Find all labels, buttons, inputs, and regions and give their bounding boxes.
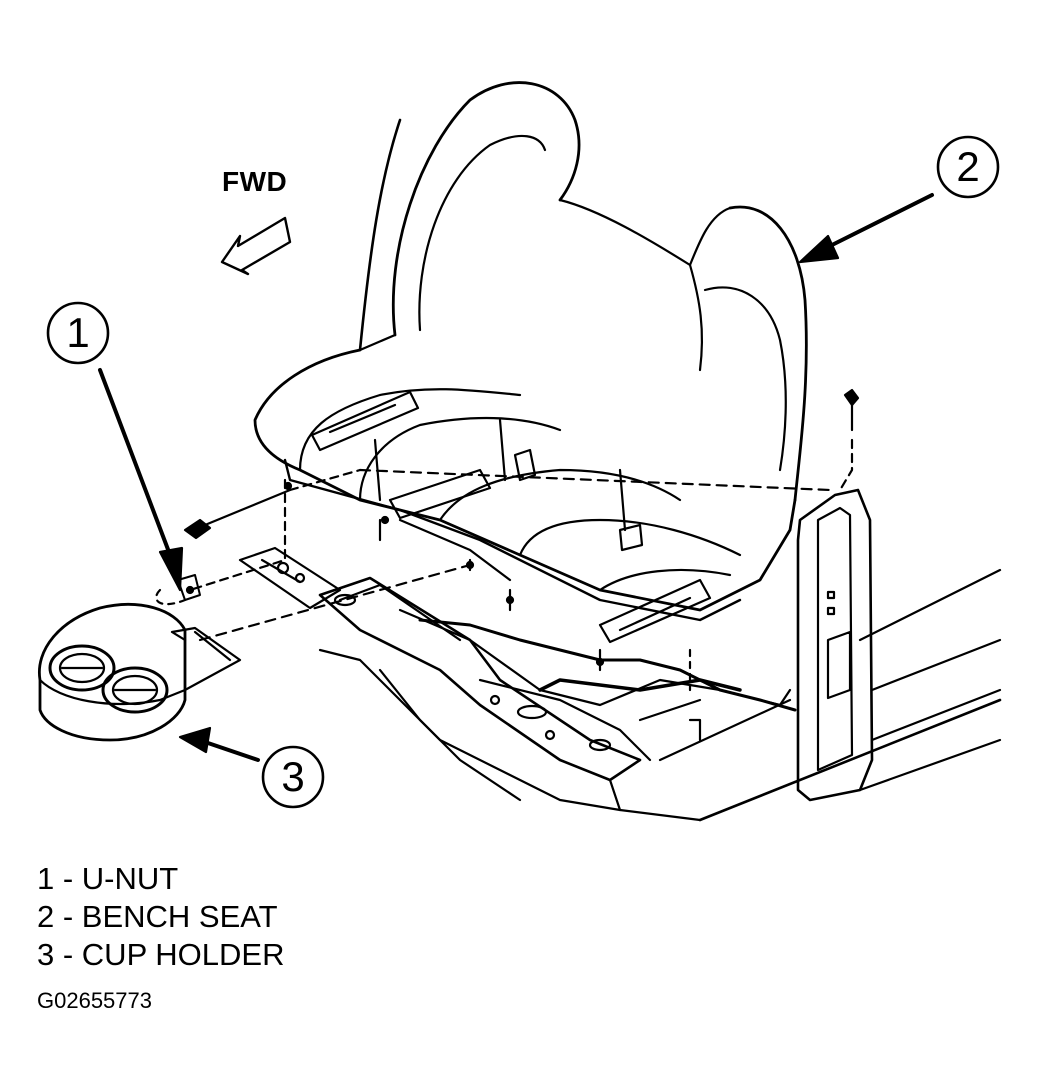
mounting-hardware [155,388,860,692]
door-pillar [698,488,1002,822]
callout-3-number: 3 [281,753,305,800]
bench-seat [253,81,808,644]
cup-holder [37,603,242,742]
seat-installation-illustration [37,81,1002,822]
fwd-arrow-icon [220,216,292,276]
legend-item-cup-holder: 3 - CUP HOLDER [37,937,285,972]
callout-1-marker [46,301,184,592]
callout-2-number: 2 [956,143,980,190]
callout-1-number: 1 [66,309,90,356]
legend: 1 - U-NUT 2 - BENCH SEAT 3 - CUP HOLDER [37,860,285,974]
fwd-label: FWD [222,166,288,197]
callout-3-marker [178,726,325,809]
callout-2-marker [798,135,1000,264]
legend-item-bench-seat: 2 - BENCH SEAT [37,899,278,934]
floor-pan [238,546,797,822]
legend-item-u-nut: 1 - U-NUT [37,861,179,896]
figure-id: G02655773 [37,988,152,1013]
